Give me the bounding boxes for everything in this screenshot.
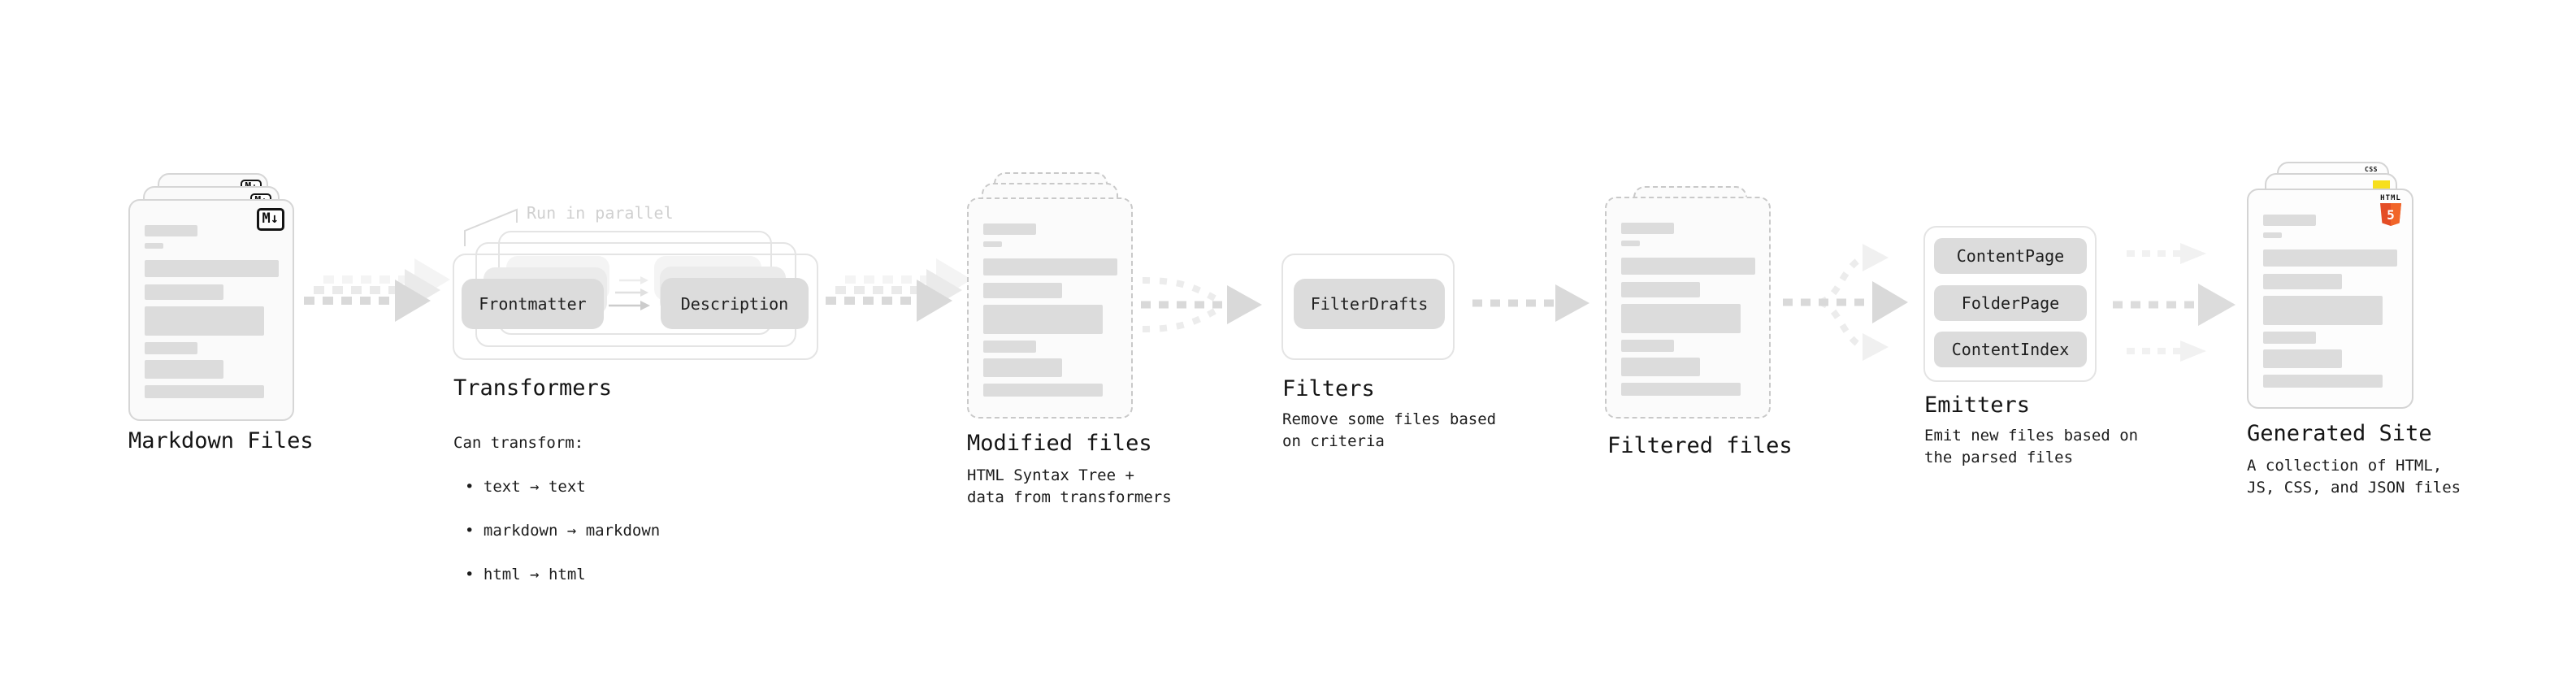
- text-line-bar: [145, 243, 163, 249]
- text-line-bar: [983, 340, 1036, 353]
- html5-icon: HTML 5: [2380, 195, 2401, 226]
- text-line-bar: [1621, 241, 1640, 246]
- text-line-bar: [1621, 358, 1700, 376]
- stage-description-transformers: Can transform: • text → text • markdown …: [453, 410, 660, 608]
- transformer-frame-front: [453, 254, 818, 360]
- bullet-item: • text → text: [465, 478, 586, 496]
- text-line-bar: [983, 223, 1036, 235]
- text-line-bar: [1621, 340, 1674, 352]
- transformer-node-description: Description: [661, 278, 809, 329]
- text-line-bar: [2263, 375, 2383, 388]
- text-line-bar: [2263, 249, 2397, 267]
- parallel-arrows: [609, 276, 650, 310]
- markdown-icon: M↓: [256, 208, 284, 231]
- file-content-lines: [2263, 215, 2397, 388]
- file-content-lines: [145, 225, 279, 398]
- flow-arrow-transformers-to-modified: [826, 258, 972, 322]
- text-line-bar: [983, 258, 1117, 275]
- stage-description-generated-site: A collection of HTML, JS, CSS, and JSON …: [2247, 457, 2461, 497]
- bullet-item: • markdown → markdown: [465, 522, 661, 540]
- flow-arrow-modified-to-filters: [1141, 277, 1262, 332]
- file-card: [967, 197, 1133, 419]
- stage-label-markdown-files: Markdown Files: [128, 428, 314, 453]
- callout-line: [464, 208, 518, 246]
- run-in-parallel-annotation: Run in parallel: [527, 203, 674, 223]
- flow-arrow-filtered-to-emitters: [1783, 244, 1908, 361]
- text-line-bar: [2263, 232, 2282, 238]
- text-line-bar: [1621, 258, 1755, 275]
- text-line-bar: [2263, 296, 2383, 325]
- stage-description-filters: Remove some files based on criteria: [1282, 410, 1497, 450]
- flow-arrow-emitters-to-site: [2113, 243, 2236, 362]
- stage-description-emitters: Emit new files based on the parsed files: [1924, 427, 2139, 466]
- text-line-bar: [145, 225, 197, 236]
- text-line-bar: [145, 385, 264, 398]
- text-line-bar: [983, 283, 1062, 298]
- text-line-bar: [1621, 223, 1674, 234]
- text-line-bar: [2263, 274, 2342, 289]
- text-line-bar: [2263, 215, 2316, 226]
- stage-label-filters: Filters: [1282, 376, 1375, 401]
- stage-description-modified-files: HTML Syntax Tree + data from transformer…: [967, 466, 1172, 506]
- text-line-bar: [983, 384, 1103, 397]
- stage-label-generated-site: Generated Site: [2247, 421, 2432, 446]
- filters-group-box: [1281, 254, 1455, 360]
- stage-label-emitters: Emitters: [1924, 393, 2031, 418]
- emitters-group-box: [1923, 226, 2097, 382]
- svg-text:5: 5: [2387, 207, 2395, 223]
- text-line-bar: [145, 260, 279, 277]
- emitter-node-contentindex: ContentIndex: [1934, 332, 2087, 367]
- text-line-bar: [983, 241, 1002, 247]
- text-line-bar: [2263, 349, 2342, 368]
- file-card: M↓: [128, 199, 294, 421]
- file-card: [1605, 197, 1771, 419]
- bullet-item: • html → html: [465, 566, 586, 583]
- emitter-node-contentpage: ContentPage: [1934, 238, 2087, 274]
- text-line-bar: [145, 360, 223, 379]
- file-content-lines: [1621, 223, 1755, 396]
- js-icon: [2373, 180, 2390, 189]
- text-line-bar: [983, 305, 1103, 334]
- stage-label-filtered-files: Filtered files: [1607, 433, 1793, 458]
- filter-node-filterdrafts: FilterDrafts: [1294, 279, 1445, 329]
- text-line-bar: [983, 358, 1062, 377]
- stage-label-modified-files: Modified files: [967, 431, 1152, 456]
- file-content-lines: [983, 223, 1117, 397]
- file-card: HTML 5: [2247, 189, 2413, 409]
- text-line-bar: [1621, 282, 1700, 297]
- flow-arrow-filters-to-filtered: [1472, 284, 1589, 322]
- flow-arrow-markdown-to-transformers: [304, 258, 450, 322]
- text-line-bar: [1621, 304, 1741, 333]
- text-line-bar: [145, 342, 197, 354]
- stage-label-transformers: Transformers: [453, 375, 613, 401]
- text-line-bar: [145, 306, 264, 336]
- emitter-node-folderpage: FolderPage: [1934, 285, 2087, 321]
- transformer-node-frontmatter: Frontmatter: [462, 279, 604, 329]
- text-line-bar: [2263, 332, 2316, 344]
- text-line-bar: [145, 284, 223, 300]
- text-line-bar: [1621, 383, 1741, 396]
